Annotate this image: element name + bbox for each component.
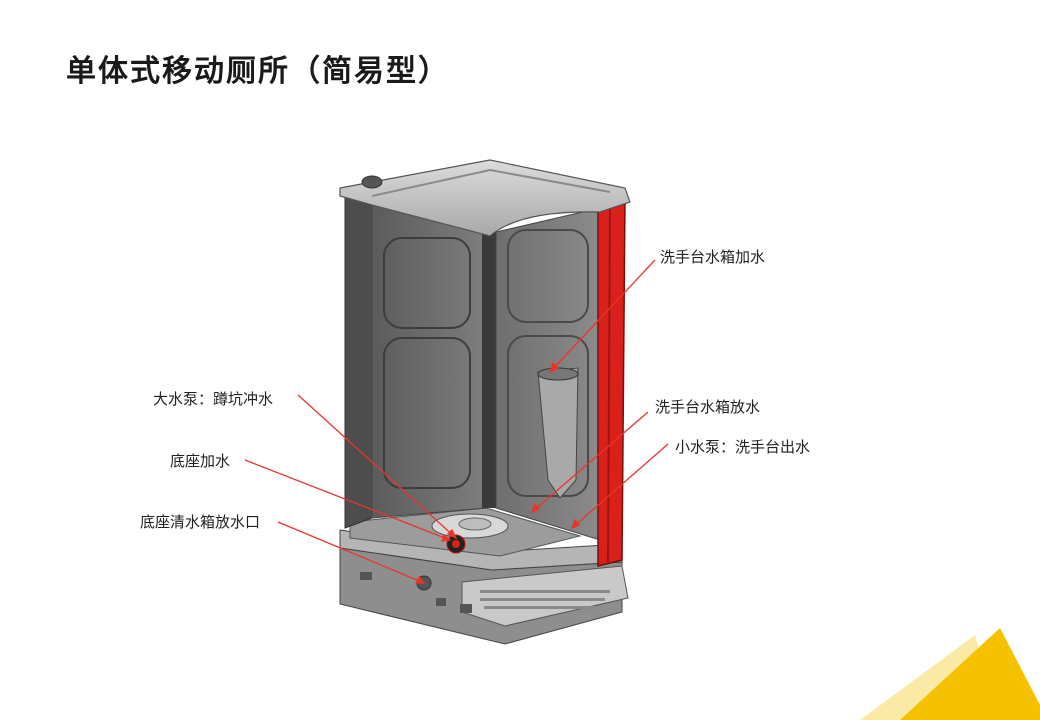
sink-unit <box>537 367 579 499</box>
left-panel-upper <box>383 237 471 329</box>
red-water-tank <box>597 196 626 567</box>
right-panel-upper <box>507 229 589 323</box>
right-panel-lower <box>507 335 589 497</box>
sink-basin <box>537 367 579 381</box>
callout-sink-tank-fill: 洗手台水箱加水 <box>660 248 766 266</box>
base-vent-3 <box>460 604 472 613</box>
roof <box>339 159 631 237</box>
line-small-pump <box>571 443 669 529</box>
callout-small-pump: 小水泵：洗手台出水 <box>675 438 811 456</box>
red-tank-edge <box>607 203 611 563</box>
line-base-drain <box>277 521 425 584</box>
callout-base-drain-port: 底座清水箱放水口 <box>140 513 261 531</box>
line-base-fill <box>244 459 451 541</box>
line-sink-tank-drain <box>531 411 649 513</box>
callout-big-pump: 大水泵：蹲坑冲水 <box>153 390 274 408</box>
callout-sink-tank-drain: 洗手台水箱放水 <box>655 398 761 416</box>
left-wall <box>344 194 373 529</box>
line-big-pump <box>297 394 457 539</box>
base-vent-2 <box>436 598 446 606</box>
left-panel-lower <box>383 337 471 489</box>
callout-base-fill: 底座加水 <box>170 452 231 470</box>
corner-post <box>482 226 496 508</box>
roof-ridge <box>371 168 611 197</box>
callout-lines <box>244 259 669 584</box>
page-title: 单体式移动厕所（简易型） <box>66 54 450 89</box>
base-vent-1 <box>360 572 372 580</box>
squat-pan-hole <box>458 517 492 531</box>
corner-decoration-yellow <box>900 628 1040 720</box>
line-sink-tank-fill <box>549 259 656 373</box>
step-grille <box>480 590 610 609</box>
roof-vent <box>361 175 383 189</box>
